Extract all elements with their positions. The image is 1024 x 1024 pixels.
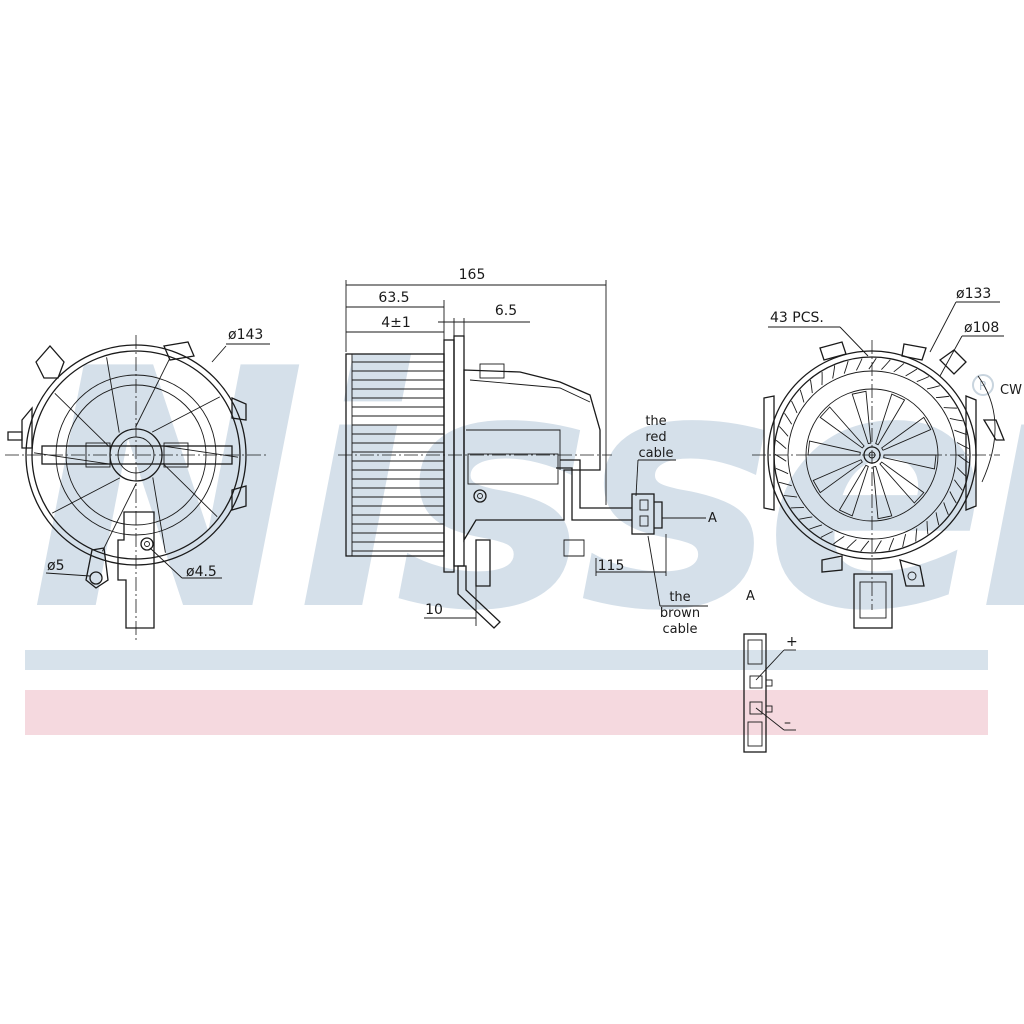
left-view [5,335,270,640]
red-cable-line2: red [645,430,666,445]
brown-cable-line1: the [669,590,690,605]
side-wheel-length: 63.5 [378,290,409,306]
detail-a-positive: + [786,634,798,650]
left-dia-hole-small-label: ø4.5 [186,564,217,580]
left-dia-hole-large-label: ø5 [47,558,64,574]
red-cable-line3: cable [639,446,674,461]
right-dia-inner: ø108 [964,320,999,336]
brown-cable-line3: cable [663,622,698,637]
side-flange: 6.5 [495,303,517,319]
left-dia-outer-label: ø143 [228,327,263,343]
connector-detail-a [743,633,796,753]
detail-a-negative: – [784,715,791,731]
side-view [338,280,708,629]
section-marker-a: A [708,511,717,526]
right-dia-wheel: ø133 [956,286,991,302]
brand-band-blue [25,650,988,670]
side-cable-length: 115 [598,558,625,574]
right-blade-count: 43 PCS. [770,310,824,326]
rotation-direction: CW [1000,383,1022,398]
brand-band-pink [25,690,988,735]
side-offset: 10 [425,602,443,618]
side-overall-length: 165 [459,267,486,283]
detail-a-title: A [746,589,755,604]
side-gap: 4±1 [381,315,411,331]
registered-mark: R [972,374,994,396]
svg-text:R: R [979,379,987,393]
right-view [752,301,1005,629]
red-cable-line1: the [645,414,666,429]
brown-cable-line2: brown [660,606,700,621]
